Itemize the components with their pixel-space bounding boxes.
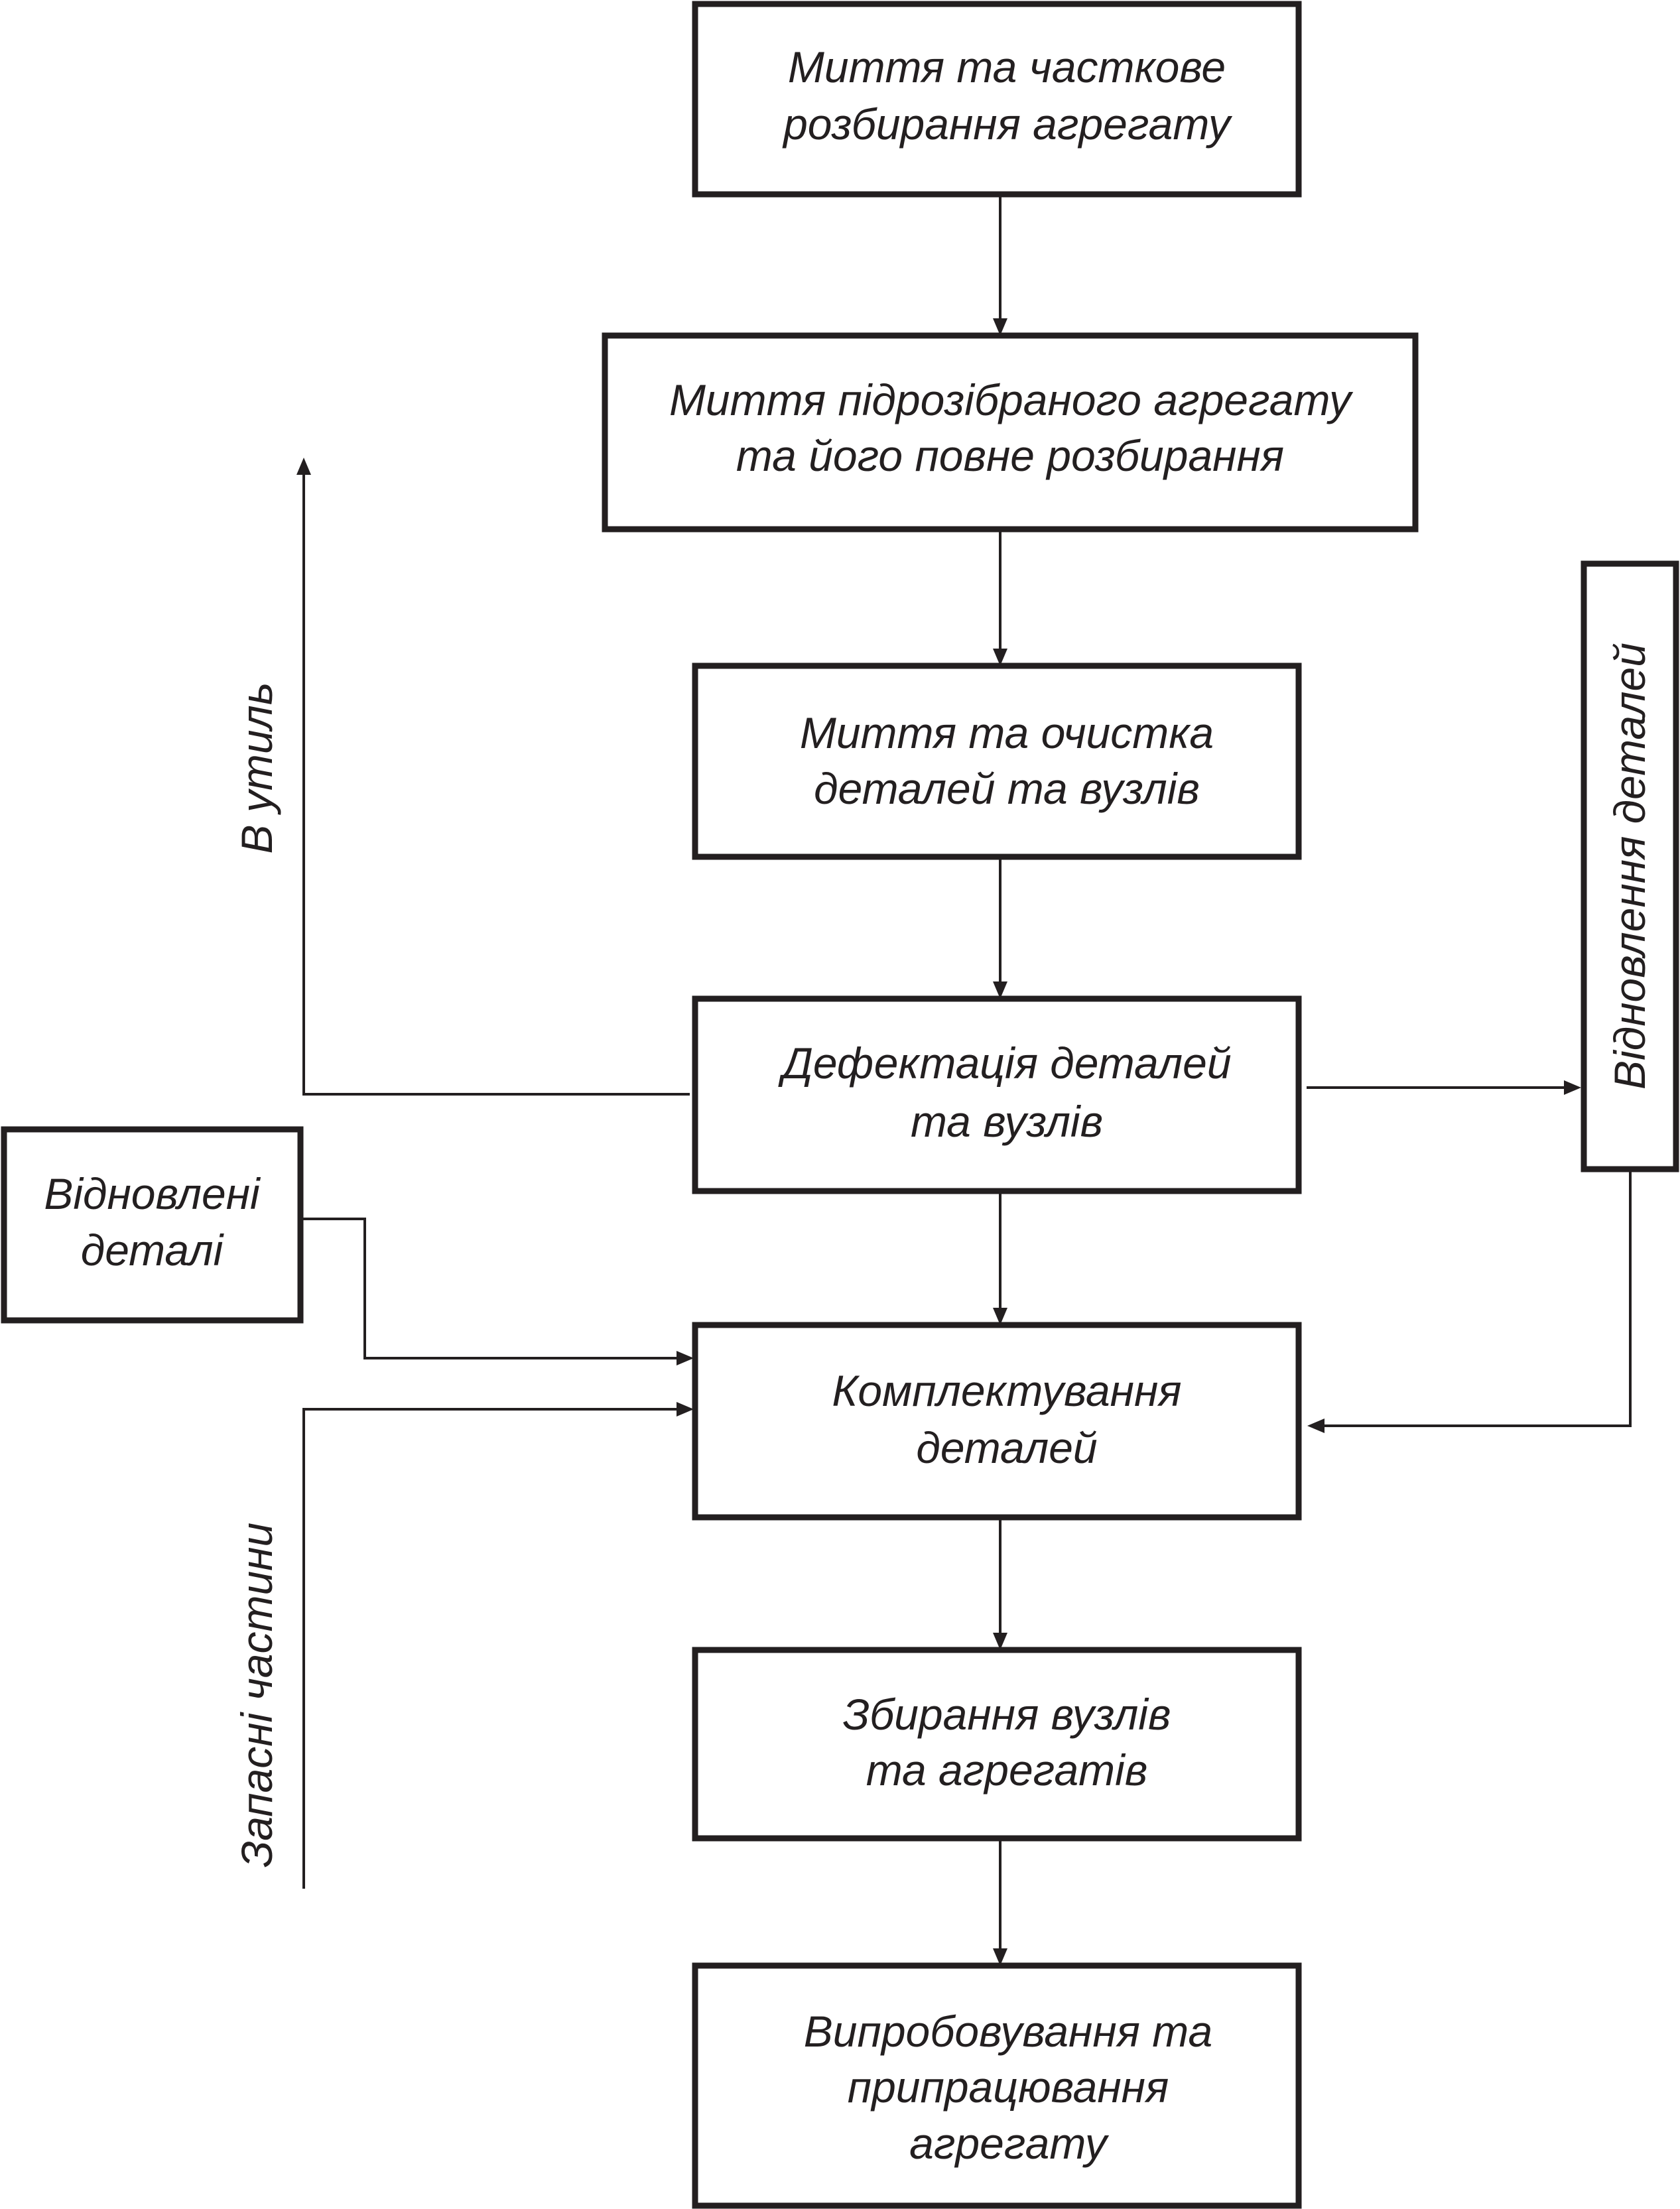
arrowhead-down-icon <box>993 649 1007 666</box>
box-washing-full-disassembly: Миття підрозібраного агрегату та його по… <box>602 332 1419 533</box>
arrowhead-right-icon <box>677 1351 694 1365</box>
arrowhead-right-icon <box>677 1402 694 1417</box>
box-label-line: Випробовування та <box>804 2007 1212 2056</box>
arrowhead-down-icon <box>993 981 1007 999</box>
arrowhead-left-icon <box>1307 1419 1325 1433</box>
box-label-line: Комплектування <box>832 1366 1181 1415</box>
box-label-line: Збирання вузлів <box>843 1690 1171 1739</box>
box-label-line: та вузлів <box>911 1097 1103 1146</box>
arrowhead-down-icon <box>993 318 1007 336</box>
box-label-line: Миття підрозібраного агрегату <box>669 375 1354 424</box>
box-label-line: припрацювання <box>848 2062 1169 2112</box>
arrowhead-up-icon <box>296 458 311 475</box>
arrow-defect-to-scrap <box>302 464 690 1096</box>
arrow-restoration-to-kitting <box>1317 1169 1632 1427</box>
box-defect-detection: Дефектація деталей та вузлів <box>692 995 1302 1194</box>
arrowhead-right-icon <box>1564 1080 1581 1095</box>
arrow-restored-parts-to-kitting <box>302 1218 684 1359</box>
box-label-line: Миття та очистка <box>800 708 1214 757</box>
label-scrap: В утиль <box>232 682 281 854</box>
box-label-line: деталей <box>916 1423 1097 1472</box>
box-label-vertical: Відновлення деталей <box>1605 643 1654 1090</box>
box-label-line: Дефектація деталей <box>777 1039 1231 1088</box>
box-assembly: Збирання вузлів та агрегатів <box>692 1647 1302 1842</box>
box-label-line: Відновлені <box>44 1169 261 1218</box>
box-label-line: деталі <box>81 1226 225 1275</box>
box-label-line: розбирання агрегату <box>782 99 1233 149</box>
box-label-line: агрегату <box>909 2119 1110 2168</box>
box-restoration-of-parts: Відновлення деталей <box>1581 560 1679 1172</box>
box-label-line: та його повне розбирання <box>736 431 1284 480</box>
box-label-line: Миття та часткове <box>788 42 1226 92</box>
arrowhead-down-icon <box>993 1308 1007 1325</box>
box-kitting: Комплектування деталей <box>692 1322 1302 1521</box>
arrow-spare-parts-to-kitting <box>302 1408 684 1889</box>
arrowhead-down-icon <box>993 1633 1007 1650</box>
box-label-line: деталей та вузлів <box>814 764 1200 813</box>
box-testing-run-in: Випробовування та припрацювання агрегату <box>692 1962 1302 2209</box>
label-spare-parts: Запасні частини <box>232 1523 281 1867</box>
box-restored-parts: Відновлені деталі <box>1 1126 304 1324</box>
box-label-line: та агрегатів <box>866 1745 1148 1795</box>
box-washing-partial-disassembly: Миття та часткове розбирання агрегату <box>692 1 1302 198</box>
box-cleaning-parts: Миття та очистка деталей та вузлів <box>692 663 1302 860</box>
arrowhead-down-icon <box>993 1948 1007 1966</box>
